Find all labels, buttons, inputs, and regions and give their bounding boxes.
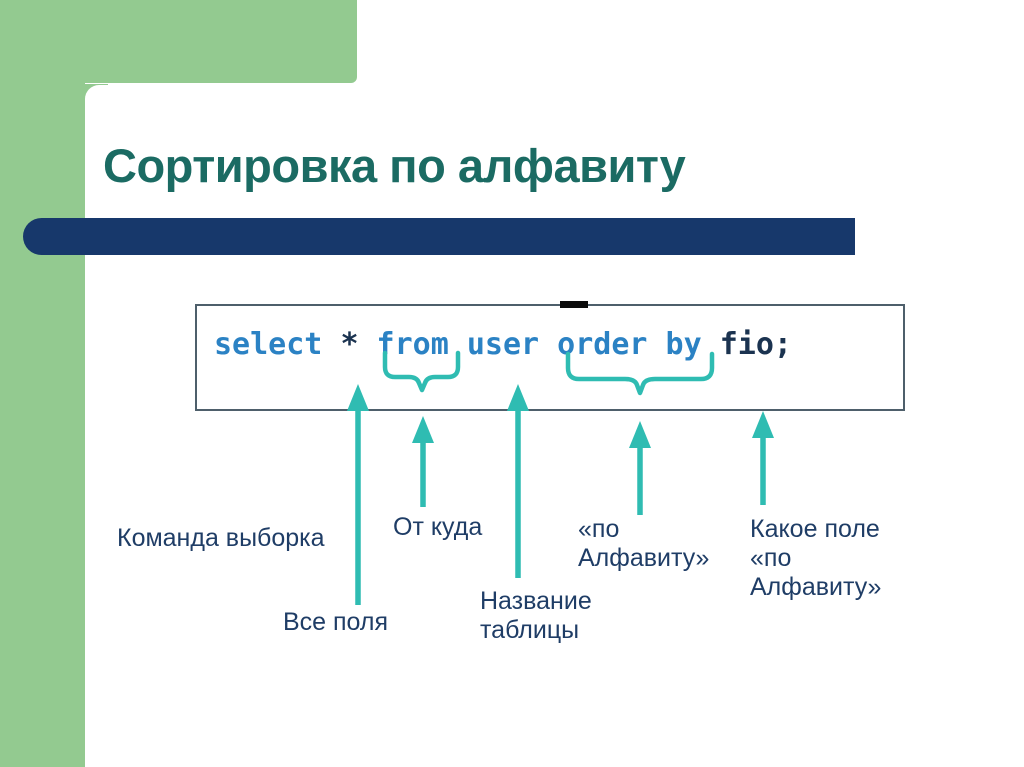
label-kakoe-pole-po-alfavitu: Какое поле «по Алфавиту» (750, 515, 882, 601)
top-green-band (0, 0, 357, 83)
sql-keywords-middle: from user order by (358, 327, 720, 362)
sql-star-token: * (340, 327, 359, 362)
slide-title: Сортировка по алфавиту (103, 139, 686, 192)
sql-statement: select * from user order by fio; (214, 330, 792, 360)
label-vse-polya: Все поля (283, 608, 389, 636)
label-ot-kuda: От куда (393, 513, 483, 541)
left-green-sidebar (0, 0, 85, 767)
title-underline-bar (23, 218, 855, 255)
box-top-dash (560, 301, 588, 308)
label-komanda-vyborka: Команда выборка (117, 524, 325, 552)
label-po-alfavitu: «по Алфавиту» (578, 515, 710, 572)
sql-code-box (195, 304, 905, 411)
label-nazvanie-tablicy: Название таблицы (480, 587, 592, 644)
sql-field-token: fio; (719, 327, 792, 362)
sql-keyword-select: select (214, 327, 341, 362)
slide-content-area (85, 85, 1024, 767)
